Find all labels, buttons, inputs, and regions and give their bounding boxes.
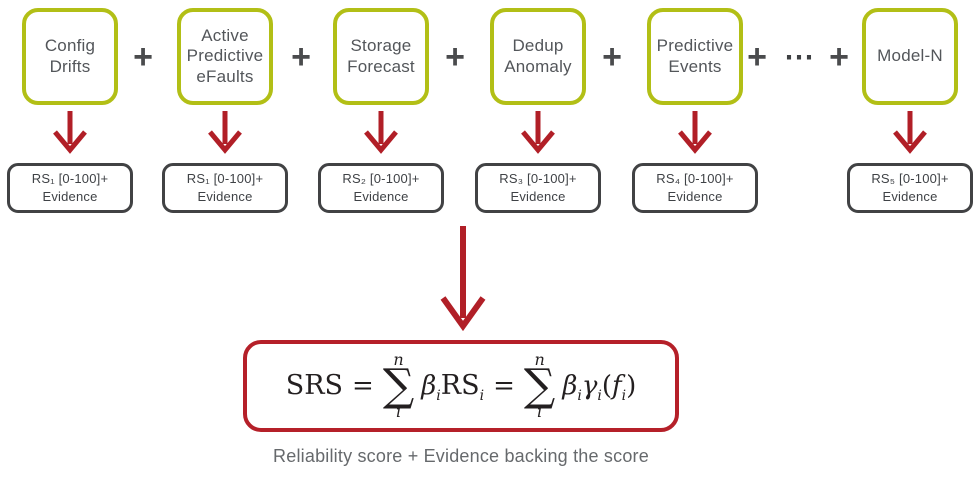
down-arrow-icon: [208, 111, 242, 154]
sum-lower-index: i: [395, 402, 402, 422]
sum-lower-index: i: [537, 402, 543, 422]
model-label-predictive-events: Predictive Events: [656, 36, 734, 76]
subscript-i: i: [621, 387, 627, 404]
model-box-active-predictive-efaults: Active Predictive eFaults: [177, 8, 273, 105]
model-box-predictive-events: Predictive Events: [647, 8, 743, 105]
down-arrow-icon: [364, 111, 398, 154]
evidence-label: Evidence: [197, 189, 253, 204]
summation-symbol: n ∑ i: [382, 349, 415, 422]
plus-operator: +: [445, 38, 465, 76]
down-arrow-icon: [678, 111, 712, 154]
score-box-config-drifts: RS₁ [0-100]+ Evidence: [7, 163, 133, 213]
evidence-label: Evidence: [667, 189, 723, 204]
evidence-label: Evidence: [510, 189, 566, 204]
score-value: RS₁ [0-100]+: [186, 171, 264, 187]
score-value: RS₁ [0-100]+: [31, 171, 109, 187]
sigma-icon: ∑: [382, 359, 415, 411]
plus-operator: +: [602, 38, 622, 76]
ellipsis-operator: ⋯: [784, 41, 816, 74]
formula-srs: SRS: [285, 370, 344, 402]
model-box-model-n: Model-N: [862, 8, 958, 105]
model-box-config-drifts: Config Drifts: [22, 8, 118, 105]
beta-symbol: β: [562, 370, 578, 401]
score-box-model-n: RS₅ [0-100]+ Evidence: [847, 163, 973, 213]
score-box-active-predictive-efaults: RS₁ [0-100]+ Evidence: [162, 163, 288, 213]
down-arrow-icon: [521, 111, 555, 154]
summation-symbol: n ∑ i: [523, 349, 556, 422]
plus-operator: +: [291, 38, 311, 76]
model-label-config-drifts: Config Drifts: [44, 36, 96, 76]
rs-symbol: RS: [440, 370, 480, 402]
plus-operator: +: [747, 38, 767, 76]
score-box-predictive-events: RS₄ [0-100]+ Evidence: [632, 163, 758, 213]
score-value: RS₂ [0-100]+: [342, 171, 420, 187]
sigma-icon: ∑: [523, 359, 556, 411]
model-box-storage-forecast: Storage Forecast: [333, 8, 429, 105]
sum-upper-limit: n: [393, 349, 404, 369]
open-paren: (: [601, 370, 613, 401]
gamma-symbol: γ: [581, 370, 598, 401]
score-box-storage-forecast: RS₂ [0-100]+ Evidence: [318, 163, 444, 213]
model-label-dedup-anomaly: Dedup Anomaly: [504, 36, 572, 76]
down-arrow-icon: [53, 111, 87, 154]
plus-operator: +: [133, 38, 153, 76]
model-label-model-n: Model-N: [877, 46, 943, 66]
evidence-label: Evidence: [882, 189, 938, 204]
equals-sign: =: [493, 370, 515, 401]
equals-sign: =: [352, 370, 374, 401]
evidence-label: Evidence: [353, 189, 409, 204]
plus-operator: +: [829, 38, 849, 76]
model-box-dedup-anomaly: Dedup Anomaly: [490, 8, 586, 105]
score-value: RS₄ [0-100]+: [656, 171, 734, 187]
score-value: RS₃ [0-100]+: [499, 171, 577, 187]
subscript-i: i: [577, 387, 582, 404]
subscript-i: i: [479, 388, 485, 405]
score-value: RS₅ [0-100]+: [871, 171, 949, 187]
subscript-i: i: [436, 388, 441, 405]
down-arrow-icon: [893, 111, 927, 154]
evidence-label: Evidence: [42, 189, 98, 204]
beta-symbol: β: [421, 371, 437, 402]
subscript-i: i: [597, 387, 602, 404]
model-label-storage-forecast: Storage Forecast: [347, 36, 415, 76]
close-paren: ): [626, 370, 637, 401]
sum-upper-limit: n: [534, 349, 545, 369]
big-down-arrow-icon: [440, 226, 486, 332]
f-symbol: f: [612, 370, 622, 401]
score-box-dedup-anomaly: RS₃ [0-100]+ Evidence: [475, 163, 601, 213]
diagram-caption: Reliability score + Evidence backing the…: [273, 446, 649, 466]
model-label-active-predictive-efaults: Active Predictive eFaults: [186, 26, 264, 86]
